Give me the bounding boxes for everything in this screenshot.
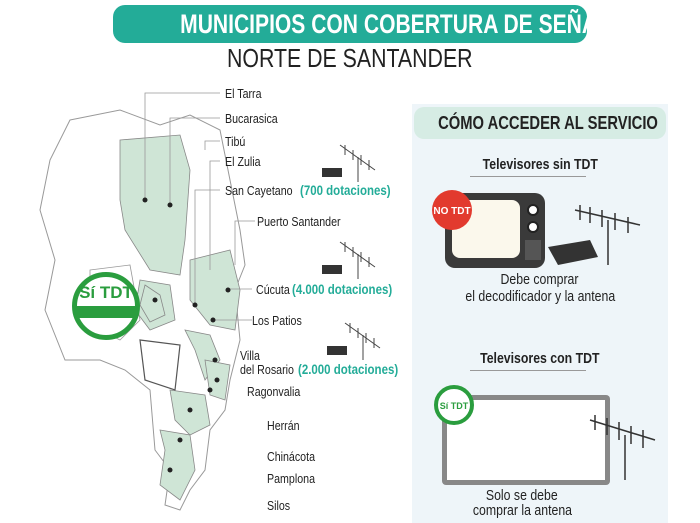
label-silos: Silos — [267, 498, 291, 513]
si-tdt-seal: Sí TDT — [72, 272, 140, 340]
antenna-decoder-icon — [322, 241, 376, 279]
dotaciones-cucuta: (4.000 dotaciones) — [292, 281, 393, 297]
antenna-decoder-icon — [327, 322, 381, 360]
main-title-banner: MUNICIPIOS CON COBERTURA DE SEÑAL TDT — [113, 5, 656, 43]
label-bucarasica: Bucarasica — [225, 111, 278, 126]
caption-con-tdt-1: Solo se debe — [486, 487, 558, 504]
antenna-decoder-icon — [322, 144, 376, 182]
dotaciones-san-cayetano: (700 dotaciones) — [300, 182, 391, 198]
label-ragonvalia: Ragonvalia — [247, 384, 301, 399]
municipality-dots — [142, 197, 231, 473]
caption-con-tdt-2: comprar la antena — [472, 502, 572, 519]
no-tdt-badge-text: NO TDT — [433, 206, 470, 217]
cucuta-area — [189, 249, 241, 331]
dotaciones-villa-del-rosario: (2.000 dotaciones) — [298, 361, 399, 377]
label-tibu: Tibú — [225, 134, 246, 149]
label-cucuta: Cúcuta — [256, 282, 290, 297]
seal-logo: Sí TDT — [79, 283, 133, 302]
section-title-sin-tdt: Televisores sin TDT — [482, 156, 598, 173]
label-del-rosario: del Rosario — [240, 362, 294, 377]
label-el-tarra: El Tarra — [225, 86, 262, 101]
subtitle: NORTE DE SANTANDER — [113, 43, 587, 73]
sardinata-area — [139, 284, 166, 323]
label-el-zulia: El Zulia — [225, 154, 261, 169]
main-title: MUNICIPIOS CON COBERTURA DE SEÑAL TDT — [180, 9, 657, 39]
si-tdt-badge-text: Sí TDT — [440, 401, 469, 411]
department-map — [39, 92, 255, 511]
leader-lines — [144, 92, 255, 321]
antenna-icon — [574, 205, 641, 265]
district-border — [139, 339, 181, 391]
antenna-icon — [589, 415, 656, 480]
si-tdt-badge — [434, 385, 474, 425]
pamplona-silos-area — [159, 429, 196, 501]
no-tdt-badge — [432, 190, 472, 230]
tibu-area — [119, 134, 191, 276]
decoder-icon — [548, 240, 598, 265]
divider — [470, 176, 586, 177]
label-villa: Villa — [240, 348, 260, 363]
label-puerto-santander: Puerto Santander — [257, 214, 341, 229]
section-title-con-tdt: Televisores con TDT — [480, 350, 600, 367]
flat-tv-antenna-illustration: Sí TDT — [434, 385, 656, 485]
panel-title: CÓMO ACCEDER AL SERVICIO — [438, 113, 658, 133]
panel-header: CÓMO ACCEDER AL SERVICIO — [414, 107, 666, 139]
label-los-patios: Los Patios — [252, 313, 302, 328]
caption-sin-tdt-1: Debe comprar — [501, 271, 579, 288]
caption-sin-tdt-2: el decodificador y la antena — [465, 288, 615, 305]
old-tv-decoder-antenna-illustration: NO TDT — [432, 190, 641, 268]
label-pamplona: Pamplona — [267, 471, 316, 486]
divider — [470, 370, 586, 371]
label-san-cayetano: San Cayetano — [225, 183, 293, 198]
region-name: NORTE DE SANTANDER — [227, 43, 473, 73]
label-herran: Herrán — [267, 418, 300, 433]
label-chinacota: Chinácota — [267, 449, 316, 464]
